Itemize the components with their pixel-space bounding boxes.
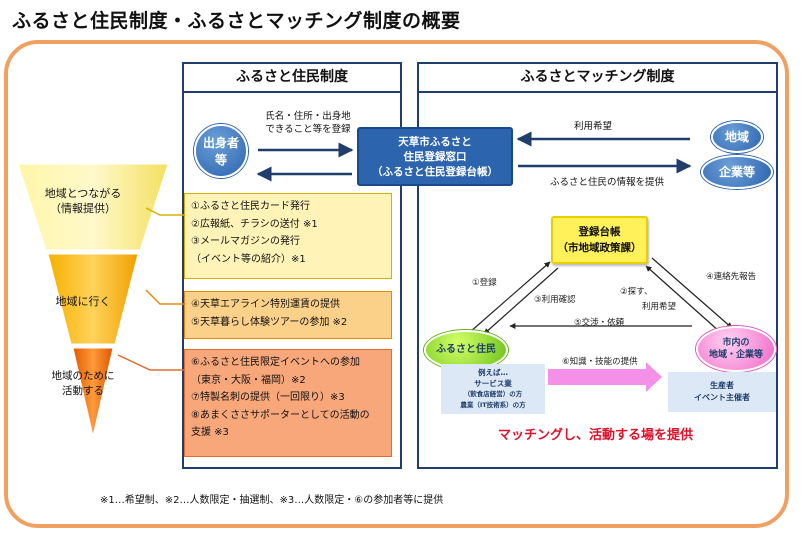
counter-line2: 住民登録窓口: [403, 151, 467, 163]
funnel-label-1-line1: 地域とつながる: [44, 187, 122, 200]
outer-frame: [4, 40, 789, 528]
benefits-orange-box: ④天草エアライン特別運賃の提供 ⑤天草暮らし体験ツアーの参加 ※2: [184, 291, 392, 339]
resident-example-3: （飲食店経営）の方: [463, 390, 523, 398]
benefit-8-cont: 支援 ※3: [191, 427, 229, 438]
label-register: ①登録: [472, 278, 497, 288]
funnel-label-3-line1: 地域のために: [51, 370, 115, 382]
benefit-3: ③メールマガジンの発行: [191, 236, 300, 247]
register-note: 氏名・住所・出身地 できること等を登録: [256, 110, 360, 136]
pointer-arrow-1: [145, 207, 184, 216]
benefits-yellow-box: ①ふるさと住民カード発行 ②広報紙、チラシの送付 ※1 ③メールマガジンの発行 …: [184, 193, 392, 279]
benefit-3-note: （イベント等の紹介）※1: [191, 253, 306, 265]
benefit-6-cities: （東京・大阪・福岡）※2: [191, 374, 306, 386]
local-examples-box: 生産者 イベント主催者: [668, 372, 776, 412]
pointer-arrow-3: [117, 354, 184, 371]
furusato-resident-circle: ふるさと住民: [424, 330, 508, 370]
benefit-2: ②広報紙、チラシの送付 ※1: [191, 218, 318, 230]
arrow-register: [469, 261, 551, 333]
funnel-label-1-line2: （情報提供）: [50, 202, 116, 215]
matching-slogan: マッチングし、活動する場を提供: [498, 428, 694, 443]
registration-counter-box: 天草市ふるさと 住民登録窓口 （ふるさと住民登録台帳）: [357, 127, 513, 186]
company-circle: 企業等: [701, 155, 773, 189]
benefits-salmon-box: ⑥ふるさと住民限定イベントへの参加 （東京・大阪・福岡）※2 ⑦特製名刺の提供（…: [184, 349, 392, 457]
funnel-level-1: [17, 163, 169, 251]
arrow-contact-report: [651, 257, 733, 329]
resident-example-4: 農業（IT技術系）の方: [460, 400, 526, 409]
benefit-1: ①ふるさと住民カード発行: [191, 201, 310, 212]
benefit-6: ⑥ふるさと住民限定イベントへの参加: [191, 357, 360, 368]
arrow-use-confirm: [483, 267, 559, 335]
ledger-title: 登録台帳: [578, 226, 621, 238]
label-search: ②探す、: [620, 287, 653, 297]
resident-example-1: 例えば…: [478, 368, 508, 377]
resident-examples-box: 例えば… サービス業 （飲食店経営）の方 農業（IT技術系）の方: [441, 364, 545, 414]
benefit-7: ⑦特製名刺の提供（一回限り）※3: [191, 392, 345, 403]
label-negotiation: ⑤交渉・依頼: [574, 318, 625, 328]
local-example-1: 生産者: [710, 381, 734, 390]
origin-persons-circle: 出身者 等: [194, 124, 248, 178]
benefit-5: ⑤天草暮らし体験ツアーの参加 ※2: [191, 316, 348, 328]
local-org-circle: 市内の 地域・企業等: [696, 326, 776, 372]
local-circle-line1: 市内の: [722, 338, 750, 348]
funnel-label-2: 地域に行く: [55, 295, 111, 308]
info-provide-label: ふるさと住民の情報を提供: [550, 177, 665, 188]
ledger-subtitle: （市地域政策課）: [557, 242, 642, 254]
footnote: ※1…希望制、※2…人数限定・抽選制、※3…人数限定・⑥の参加者等に提供: [100, 495, 444, 506]
furusato-resident-heading: ふるさと住民制度: [184, 64, 400, 93]
funnel-label-1: 地域とつながる （情報提供）: [30, 186, 136, 216]
origin-circle-line1: 出身者: [202, 136, 239, 150]
label-contact-report: ④連絡先報告: [706, 272, 757, 282]
counter-line1: 天草市ふるさと: [398, 136, 472, 148]
use-request-label: 利用希望: [574, 121, 613, 132]
region-circle: 地域: [711, 121, 763, 153]
counter-line3: （ふるさと住民登録台帳）: [372, 166, 498, 178]
furusato-matching-heading: ふるさとマッチング制度: [419, 64, 776, 93]
arrow-skill-provide: [548, 362, 662, 392]
register-note-line1: 氏名・住所・出身地: [265, 111, 351, 122]
benefit-4: ④天草エアライン特別運賃の提供: [191, 299, 340, 310]
funnel: [17, 163, 169, 437]
funnel-label-3-line2: 活動する: [62, 385, 104, 397]
local-circle-line2: 地域・企業等: [708, 350, 763, 360]
resident-example-2: サービス業: [474, 378, 512, 388]
label-use-confirm: ③利用確認: [534, 295, 576, 305]
label-search-request: 利用希望: [642, 302, 677, 312]
page-title: ふるさと住民制度・ふるさとマッチング制度の概要: [12, 10, 461, 32]
register-note-line2: できること等を登録: [265, 124, 351, 135]
ledger-box: 登録台帳 （市地域政策課）: [551, 216, 648, 264]
funnel-level-3: [72, 347, 114, 437]
benefit-8: ⑧あまくささサポーターとしての活動の: [191, 409, 370, 421]
pointer-arrow-2: [145, 289, 184, 305]
funnel-level-2: [47, 253, 139, 345]
arrow-search: [645, 265, 721, 333]
origin-circle-line2: 等: [214, 153, 227, 167]
local-example-2: イベント主催者: [694, 393, 750, 402]
funnel-label-3: 地域のために 活動する: [36, 369, 130, 399]
label-skill-provide: ⑥知識・技能の提供: [562, 357, 638, 367]
